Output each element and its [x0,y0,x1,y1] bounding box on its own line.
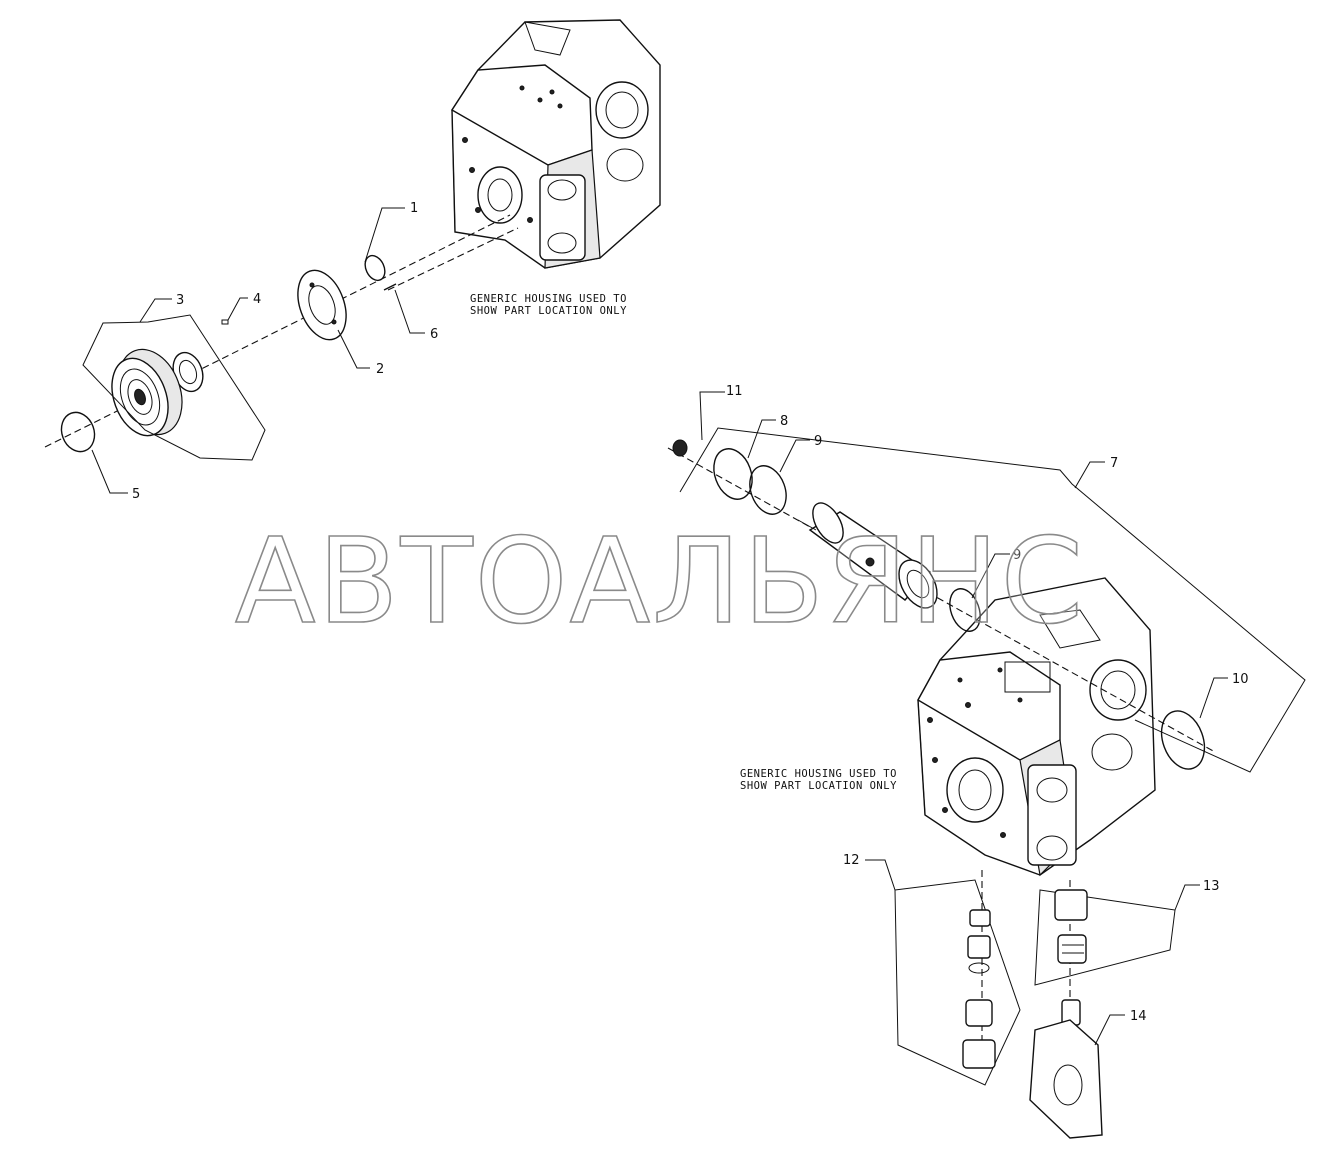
part-13-stack [1034,880,1176,1020]
callout-13: 13 [1203,879,1220,894]
bottom-leaders [699,391,1228,1046]
callout-6: 6 [430,327,438,342]
callout-14: 14 [1130,1009,1147,1024]
bottom-housing-note-line1: GENERIC HOUSING USED TO [740,768,897,780]
callout-10: 10 [1232,672,1249,687]
callout-12: 12 [843,853,860,868]
callout-1: 1 [410,201,418,216]
part-14-lever [1029,999,1103,1139]
callout-4: 4 [253,292,261,307]
callout-5: 5 [132,487,140,502]
callout-9-upper: 9 [814,434,822,449]
callout-11: 11 [726,384,743,399]
part-12-stack [894,870,1021,1086]
callout-9-lower: 9 [1013,548,1021,563]
top-generic-housing [451,19,661,269]
top-leaders [91,207,425,494]
bottom-exploded-parts [667,427,1306,773]
top-housing-note-line2: SHOW PART LOCATION ONLY [470,305,627,317]
top-exploded-parts [44,214,519,461]
callout-8: 8 [780,414,788,429]
callout-2: 2 [376,362,384,377]
watermark-text: АВТОАЛЬЯНС [235,512,1085,650]
bottom-generic-housing [917,577,1156,877]
bottom-housing-note-line2: SHOW PART LOCATION ONLY [740,780,897,792]
callout-3: 3 [176,293,184,308]
callout-7: 7 [1110,456,1118,471]
top-housing-note-line1: GENERIC HOUSING USED TO [470,293,627,305]
